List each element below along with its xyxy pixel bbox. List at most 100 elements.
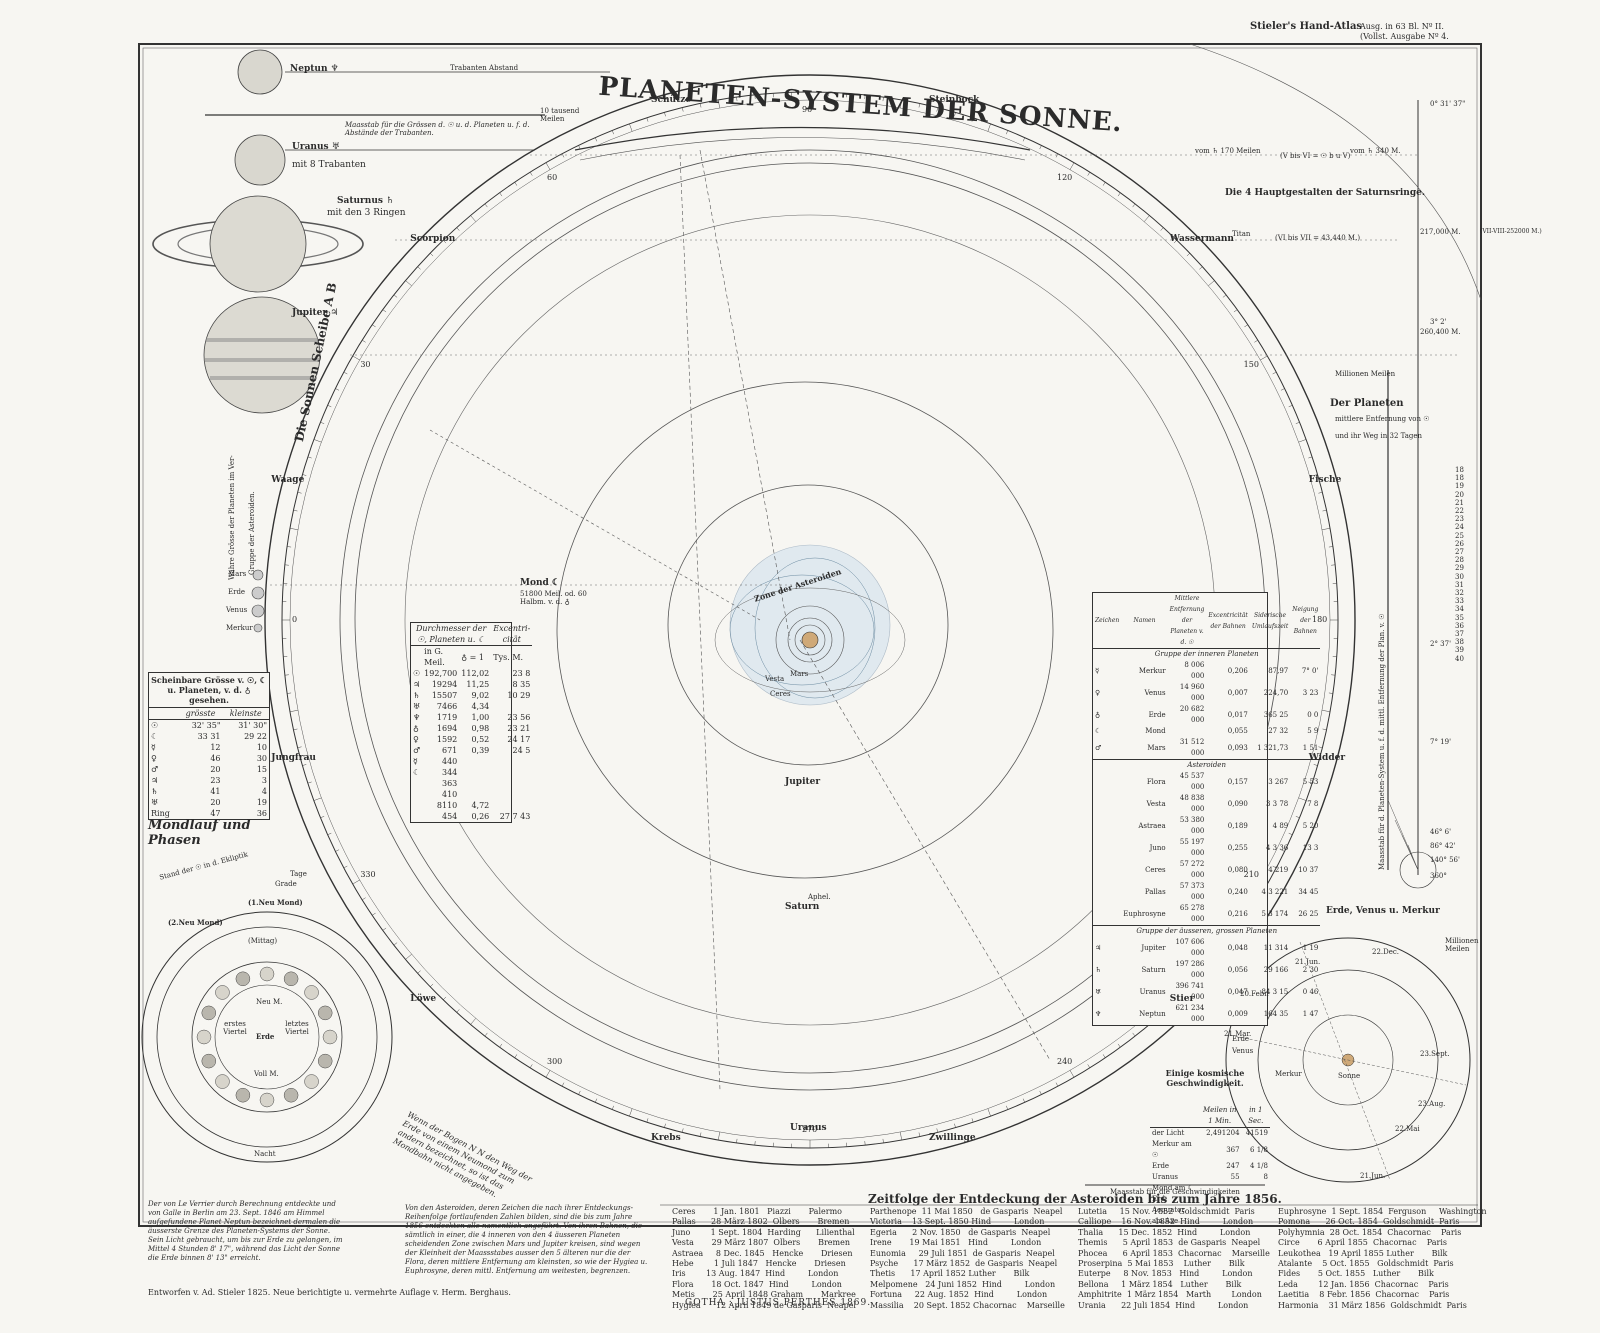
apparent-size-table: Scheinbare Grösse v. ☉, ☾ u. Planeten, v… <box>148 672 270 820</box>
apparent-row-cell: 33 31 <box>197 732 221 741</box>
planet-group-outer: Gruppe der äusseren, grossen Planeten <box>1093 925 1321 937</box>
planet-row-cell: 26 25 <box>1298 909 1319 918</box>
degree-label: 180 <box>1312 615 1328 624</box>
jupiter-orbit-label: Jupiter <box>785 777 821 787</box>
planet-row-cell: 0,240 <box>1227 887 1248 896</box>
diameter-row-cell <box>491 800 532 811</box>
discovery-entry: Hebe 1 Juli 1847 Hencke Driesen <box>672 1259 846 1269</box>
speed-row-cell: Erde <box>1152 1162 1170 1170</box>
mondlauf-neumond-1: (1.Neu Mond) <box>248 898 303 907</box>
planet-row-cell: ♅ <box>1095 987 1102 996</box>
ring-tick <box>484 1032 488 1037</box>
zodiac-sign-label: Waage <box>271 475 305 485</box>
moon-phase-disc <box>317 1005 333 1021</box>
moon-phase-disc <box>259 966 275 982</box>
diameter-row-cell: 27 7 43 <box>499 812 531 821</box>
saturn-orbit <box>556 381 1054 879</box>
vom-340-label: vom ♄ 340 M. <box>1350 147 1401 155</box>
diameter-row-cell: ♀ <box>413 735 419 744</box>
planet-row-cell: 45 537 000 <box>1179 772 1205 791</box>
planet-row-cell: 5 53 <box>1302 777 1319 786</box>
ring-tick <box>297 492 302 494</box>
m217-label: 217,000 M. <box>1420 228 1461 236</box>
diameter-row-cell <box>491 767 532 778</box>
discovery-entry: Pallas 28 März 1802 Olbers Bremen <box>672 1217 850 1227</box>
apparent-row-cell: 32' 35" <box>191 721 221 730</box>
speed-row-cell: 367 <box>1226 1145 1240 1154</box>
ring-tick <box>1298 797 1307 801</box>
degree-label: 60 <box>547 173 558 183</box>
ring-tick <box>629 1108 633 1117</box>
uranus-orbit-label: Uranus <box>790 1123 827 1133</box>
scale-unit: 10 tausend Meilen <box>540 107 580 123</box>
ring-tick <box>327 405 332 408</box>
speed-title: Einige kosmische Geschwindigkeit. <box>1165 1068 1245 1088</box>
degree-label: 210 <box>1243 870 1259 879</box>
ring-tick <box>456 1009 460 1013</box>
ev-date-label: 23.Sept. <box>1420 1050 1450 1058</box>
distance-number: 28 <box>1455 556 1464 565</box>
ring-tick <box>578 1090 581 1095</box>
ring-tick <box>320 816 325 819</box>
ev-date-label: 22.Mai <box>1395 1125 1420 1133</box>
zodiac-sign-label: Löwe <box>410 993 437 1004</box>
ring-tick <box>918 1132 921 1137</box>
planet-group-asteroids-label: Asteroiden <box>1093 759 1321 771</box>
mondlauf-neu: Neu M. <box>256 998 283 1006</box>
discovery-entry: Leukothea 19 April 1855 Luther Bilk <box>1278 1248 1448 1258</box>
diameter-row-cell <box>459 778 491 789</box>
small-planet-erde: Erde <box>228 588 246 596</box>
planet-row-cell: 0,007 <box>1227 688 1248 697</box>
ring-tick <box>443 240 447 244</box>
diameter-row-cell: ☾ <box>413 768 421 777</box>
ring-tick <box>987 1108 991 1117</box>
planet-row-cell: 0,216 <box>1227 909 1248 918</box>
zodiac-sign-label: Schütze <box>651 95 692 106</box>
ring-tick <box>736 97 738 102</box>
ring-tick <box>718 1132 720 1141</box>
apparent-head-min: kleinste <box>222 708 269 720</box>
planet-row-cell: 14 960 000 <box>1179 683 1205 702</box>
ring-tick <box>343 865 348 869</box>
distance-number: 23 <box>1455 515 1464 524</box>
ring-tick <box>646 1118 649 1123</box>
ring-tick <box>545 162 551 170</box>
ev-date-label: 22.Dec. <box>1372 948 1400 956</box>
ring-tick <box>297 746 302 748</box>
discovery-entry: Melpomene 24 Juni 1852 Hind London <box>870 1279 1056 1289</box>
mondlauf-inner <box>191 961 343 1113</box>
ev-date-label: 21.Jun. <box>1295 958 1321 966</box>
planet-row-cell: 197 286 000 <box>1175 960 1205 979</box>
planet-row-cell: ♁ <box>1095 710 1101 719</box>
distance-number: 25 <box>1455 531 1464 540</box>
planet-row-cell: ☾ <box>1095 727 1102 735</box>
ring-tick <box>499 1043 503 1048</box>
planet-row-cell: 4 89 <box>1272 821 1289 830</box>
planet-row-cell: ☿ <box>1095 666 1100 675</box>
diameter-row-cell: 0,98 <box>471 724 490 733</box>
ring-tick <box>987 123 991 132</box>
ring-tick <box>430 253 434 257</box>
ring-tick <box>289 528 298 530</box>
zodiac-sign-label: Scorpion <box>410 234 456 245</box>
planet-head-cell: Zeichen <box>1093 593 1122 649</box>
uranus-label: Uranus ♅ <box>292 142 340 152</box>
zodiac-sign-label: Widder <box>1308 752 1346 763</box>
speed-row-cell: 41519 <box>1245 1129 1268 1137</box>
discovery-column-2: Parthenope 11 Mai 1850 de Gasparis Neape… <box>870 1207 1065 1311</box>
asteroid-orbit-3 <box>714 587 906 693</box>
apparent-row-cell: 12 <box>210 743 221 752</box>
discovery-entry: Thalia 15 Dec. 1852 Hind London <box>1078 1227 1251 1237</box>
diameter-grid: Durchmesser der ☉, Planeten u. ☾Excentri… <box>411 623 533 822</box>
